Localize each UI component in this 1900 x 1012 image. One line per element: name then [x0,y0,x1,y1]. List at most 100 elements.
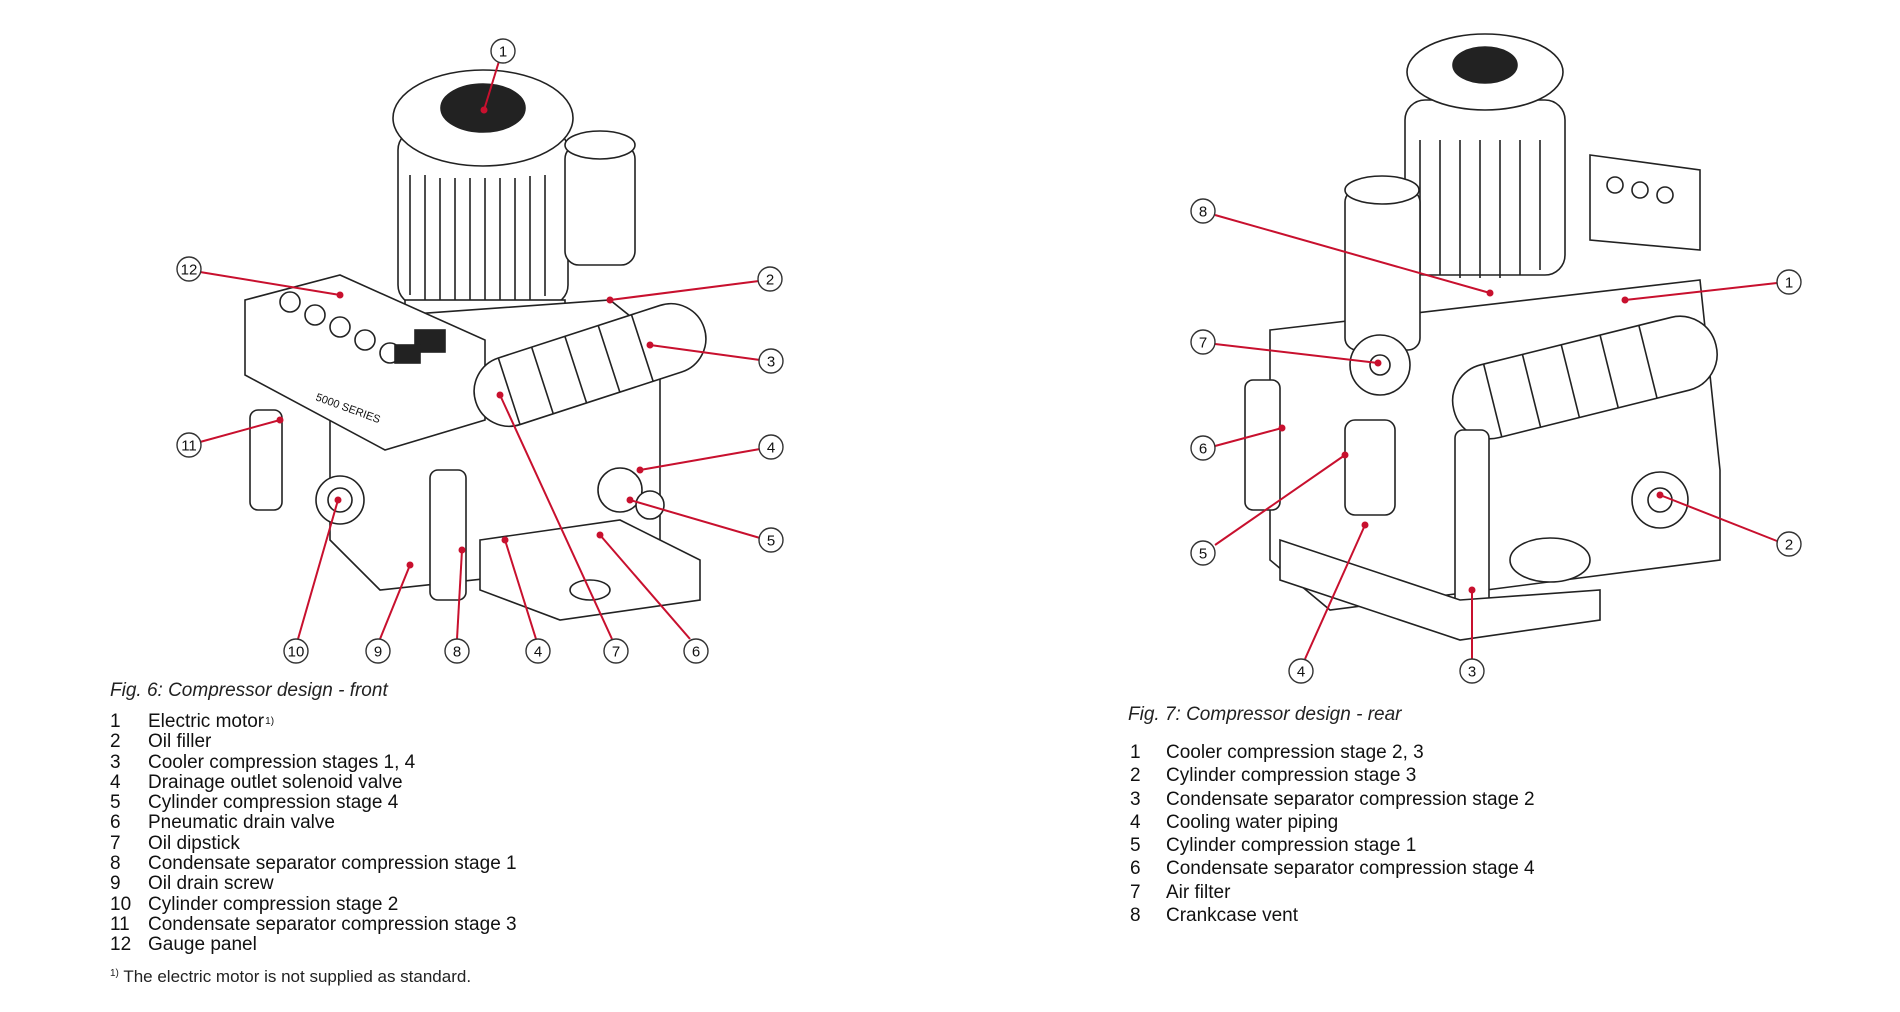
svg-text:6: 6 [1199,441,1207,458]
svg-text:3: 3 [767,354,775,371]
rear-motor-body [1404,99,1566,276]
front-legend-number: 12 [110,934,132,956]
rear-legend-item-1: 1 Cooler compression stage 2, 3 [1130,741,1535,764]
front-legend-number: 9 [110,873,121,895]
svg-text:5: 5 [767,533,775,550]
front-separator-left [249,409,283,511]
svg-text:3: 3 [1468,664,1476,681]
svg-text:8: 8 [453,644,461,661]
svg-text:4: 4 [534,644,542,661]
rear-callout-4: 4 [1288,521,1369,684]
rear-callout-8: 8 [1190,198,1494,297]
front-legend-number: 3 [110,751,121,773]
front-callout-5: 5 [626,496,784,553]
svg-text:6: 6 [692,644,700,661]
rear-cooler-pipe [1451,315,1718,440]
rear-legend-label: Cylinder compression stage 1 [1166,835,1417,857]
rear-separator-left [1244,379,1281,511]
rear-callout-3: 3 [1459,586,1485,684]
front-legend-item-8: 8 Condensate separator compression stage … [110,853,517,875]
front-legend-label: Drainage outlet solenoid valve [148,771,403,793]
footnote-text: The electric motor is not supplied as st… [123,967,472,986]
rear-legend-label: Air filter [1166,881,1231,903]
rear-legend-item-6: 6 Condensate separator compression stage … [1130,857,1535,880]
front-legend-label: Condensate separator compression stage 1 [148,853,517,875]
front-legend-number: 5 [110,792,121,814]
svg-text:7: 7 [612,644,620,661]
rear-legend-number: 1 [1130,742,1141,763]
front-separator-center [429,469,467,601]
front-legend-item-4: 4 Drainage outlet solenoid valve [110,771,517,793]
svg-text:2: 2 [766,272,774,289]
front-callout-2: 2 [606,266,783,304]
front-legend-number: 8 [110,853,121,875]
rear-legend-number: 4 [1130,811,1141,833]
front-callout-8: 8 [444,546,470,664]
front-legend-label: Oil drain screw [148,873,274,895]
front-legend-label: Condensate separator compression stage 3 [148,913,517,935]
front-legend-number: 7 [110,832,121,854]
rear-legend-item-2: 2 Cylinder compression stage 3 [1130,764,1535,787]
rear-legend-number: 6 [1130,858,1141,880]
rear-cylinder-stage1 [1344,419,1396,516]
front-legend-label: Cylinder compression stage 4 [148,792,399,814]
svg-text:2: 2 [1785,537,1793,554]
fig-front-footnote: 1) The electric motor is not supplied as… [110,967,471,987]
rear-callout-1: 1 [1621,269,1802,304]
rear-legend-number: 3 [1130,788,1141,810]
compressor-front-drawing: 5000 SERIES [244,69,707,621]
front-callout-1: 1 [480,38,516,114]
rear-side-panel [1589,154,1701,251]
fig-front-caption: Fig. 6: Compressor design - front [110,680,388,701]
svg-text:4: 4 [767,440,775,457]
front-callout-7: 7 [496,391,629,664]
rear-base [1279,538,1601,641]
svg-text:9: 9 [374,644,382,661]
front-legend-number: 4 [110,771,121,793]
rear-legend-number: 2 [1130,765,1141,787]
rear-legend-number: 8 [1130,905,1141,927]
rear-callout-5: 5 [1190,451,1349,566]
front-callout-4: 4 [636,434,784,474]
rear-legend-label: Condensate separator compression stage 4 [1166,858,1535,880]
front-legend-label: Gauge panel [148,934,257,956]
fig-rear-caption: Fig. 7: Compressor design - rear [1128,704,1402,725]
front-legend-item-12: 12 Gauge panel [110,934,517,956]
front-legend-number: 10 [110,893,132,915]
front-callout-11: 11 [176,416,284,458]
front-callout-6: 6 [596,531,709,664]
footnote-mark: 1) [110,968,119,979]
front-callout-10: 10 [283,496,342,664]
rear-legend-label: Cooler compression stage 2, 3 [1166,742,1424,763]
front-legend-number: 1 [110,711,121,732]
svg-text:1: 1 [1785,275,1793,292]
svg-text:7: 7 [1199,335,1207,352]
front-legend-item-9: 9 Oil drain screw [110,873,517,895]
front-cooler-pipe [473,302,707,428]
front-callout-3: 3 [646,341,784,374]
front-callout-9: 9 [365,561,414,664]
rear-legend-label: Cylinder compression stage 3 [1166,765,1417,787]
rear-callout-6: 6 [1190,424,1286,461]
front-legend-footnote-mark: 1) [265,716,275,727]
front-callouts: 1 2 3 4 5 6 7 4 8 9 10 11 12 [176,38,784,664]
rear-callout-7: 7 [1190,329,1382,367]
front-callout-4b: 4 [501,536,551,664]
svg-text:5: 5 [1199,546,1207,563]
svg-text:11: 11 [181,438,197,455]
svg-text:1: 1 [499,44,507,61]
